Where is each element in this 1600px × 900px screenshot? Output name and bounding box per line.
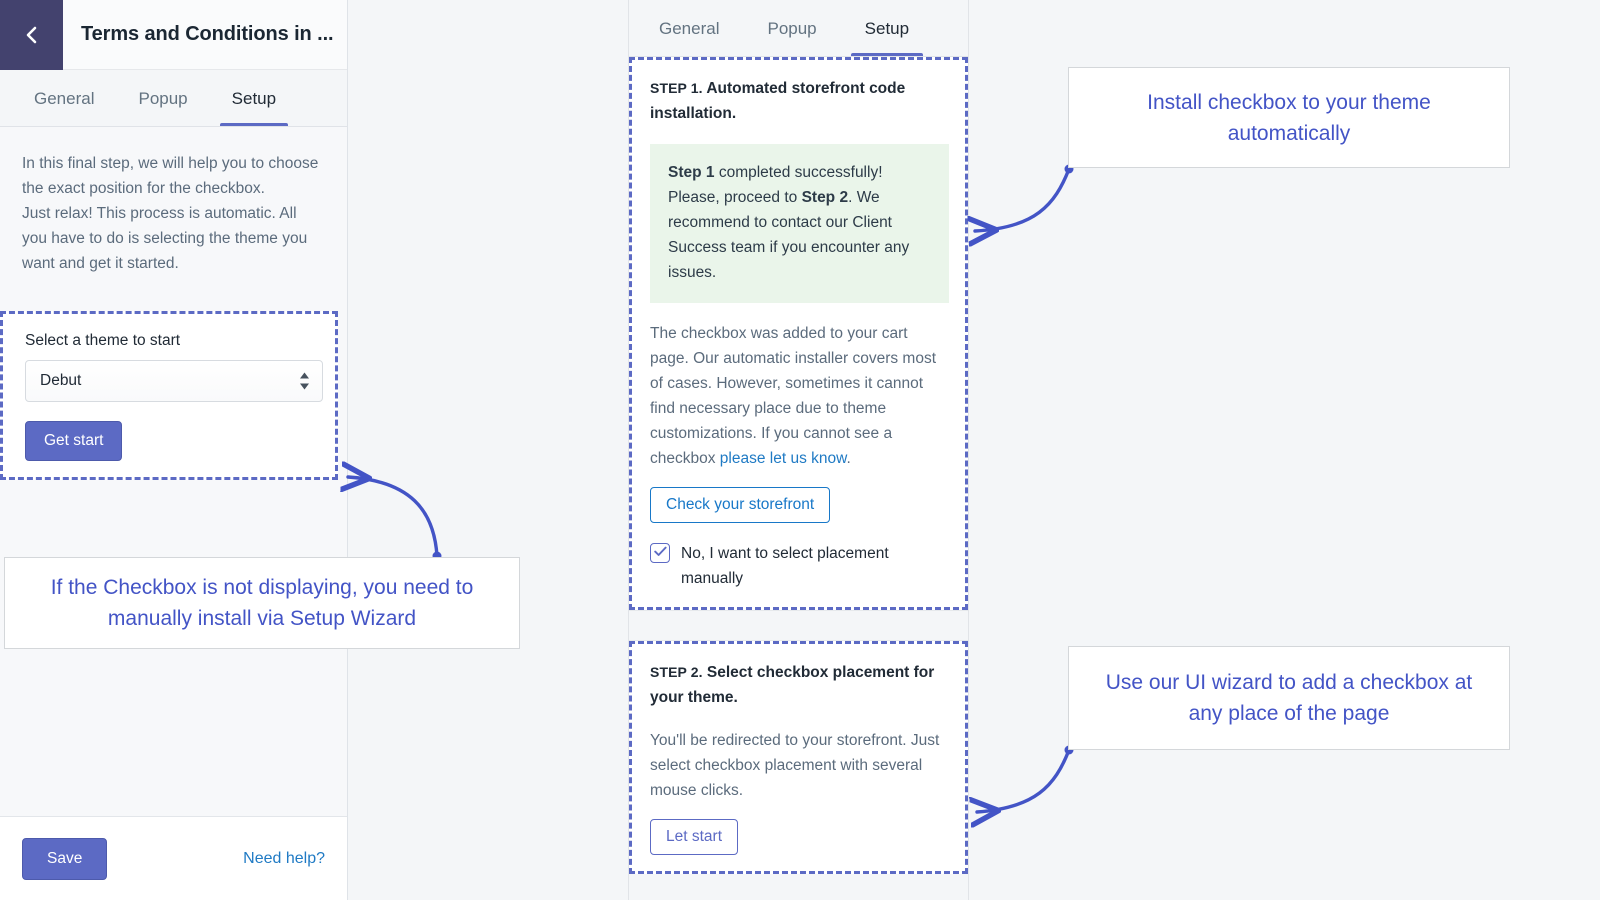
mid-tab-popup[interactable]: Popup <box>743 1 840 56</box>
theme-selection-group: Select a theme to start Debut Get start <box>0 311 338 480</box>
notice-step2-bold: Step 2 <box>801 189 849 206</box>
step2-title: Select checkbox placement for your theme… <box>650 664 935 706</box>
mid-tab-popup-label: Popup <box>767 18 817 38</box>
card-divider <box>629 610 968 641</box>
step2-heading: STEP 2. Select checkbox placement for yo… <box>650 660 949 710</box>
save-button[interactable]: Save <box>22 837 108 880</box>
chevron-updown-icon <box>299 372 310 390</box>
step1-card: STEP 1. Automated storefront code instal… <box>629 57 968 610</box>
step1-paragraph: The checkbox was added to your cart page… <box>650 321 949 471</box>
annotation-callout-ui-wizard: Use our UI wizard to add a checkbox at a… <box>1068 646 1510 750</box>
intro-paragraph-2: Just relax! This process is automatic. A… <box>22 205 308 272</box>
theme-select[interactable]: Debut <box>25 360 323 402</box>
left-panel-footer: Save Need help? <box>0 816 347 900</box>
mid-tab-setup-label: Setup <box>864 18 910 38</box>
notice-text-2: . We recommend to contact our Client Suc… <box>668 189 910 281</box>
arrow-ui-wizard <box>977 745 1074 813</box>
left-panel-spacer <box>0 794 347 816</box>
need-help-link[interactable]: Need help? <box>243 849 325 867</box>
left-panel-body: In this final step, we will help you to … <box>0 127 347 276</box>
theme-field-label: Select a theme to start <box>25 332 181 349</box>
checkmark-icon <box>653 544 667 562</box>
manual-placement-checkbox-label: No, I want to select placement manually <box>681 545 889 587</box>
let-start-button[interactable]: Let start <box>650 819 738 855</box>
get-start-button[interactable]: Get start <box>25 421 123 461</box>
check-storefront-button[interactable]: Check your storefront <box>650 487 831 523</box>
tab-general[interactable]: General <box>12 71 116 126</box>
arrow-manual-install <box>348 477 442 561</box>
step2-card: STEP 2. Select checkbox placement for yo… <box>629 641 968 874</box>
step1-heading: STEP 1. Automated storefront code instal… <box>650 76 949 126</box>
theme-select-value: Debut <box>40 372 82 389</box>
arrow-install-automatically <box>975 164 1074 232</box>
mid-tab-setup[interactable]: Setup <box>841 1 933 56</box>
notice-step1-bold: Step 1 <box>668 164 715 181</box>
let-us-know-link[interactable]: please let us know <box>719 450 847 467</box>
page-title: Terms and Conditions in ... <box>81 23 334 45</box>
step1-success-notice: Step 1 completed successfully! Please, p… <box>650 144 949 303</box>
mid-tab-general-label: General <box>659 18 720 38</box>
step2-kicker: STEP 2. <box>650 664 703 680</box>
step1-kicker: STEP 1. <box>650 80 703 96</box>
step2-card-inner: STEP 2. Select checkbox placement for yo… <box>629 641 968 874</box>
step1-paragraph-tail: . <box>846 450 851 467</box>
left-panel-header: Terms and Conditions in ... <box>0 0 347 70</box>
intro-paragraph-1: In this final step, we will help you to … <box>22 155 319 197</box>
tab-popup-label: Popup <box>138 88 188 108</box>
step1-title: Automated storefront code installation. <box>650 80 906 122</box>
left-panel-tabs: General Popup Setup <box>0 70 347 127</box>
manual-placement-checkbox-row[interactable]: No, I want to select placement manually <box>650 541 949 591</box>
step1-card-inner: STEP 1. Automated storefront code instal… <box>629 57 968 610</box>
left-settings-panel: Terms and Conditions in ... General Popu… <box>0 0 348 900</box>
notice-text-1: completed successfully! Please, proceed … <box>668 164 883 206</box>
mid-preview-panel: General Popup Setup STEP 1. Automated st… <box>628 0 969 900</box>
annotation-callout-install-automatically: Install checkbox to your theme automatic… <box>1068 67 1510 168</box>
step1-paragraph-text: The checkbox was added to your cart page… <box>650 325 937 467</box>
tab-popup[interactable]: Popup <box>116 71 209 126</box>
mid-tab-general[interactable]: General <box>635 1 743 56</box>
tab-setup-label: Setup <box>231 88 277 108</box>
tab-setup[interactable]: Setup <box>210 71 298 126</box>
manual-placement-checkbox[interactable] <box>650 543 670 563</box>
tab-general-label: General <box>34 88 95 108</box>
mid-panel-tabs: General Popup Setup <box>629 0 968 57</box>
annotation-callout-manual-install: If the Checkbox is not displaying, you n… <box>4 557 520 649</box>
back-button[interactable] <box>0 0 63 70</box>
step2-paragraph: You'll be redirected to your storefront.… <box>650 732 940 799</box>
chevron-left-icon <box>22 23 42 47</box>
